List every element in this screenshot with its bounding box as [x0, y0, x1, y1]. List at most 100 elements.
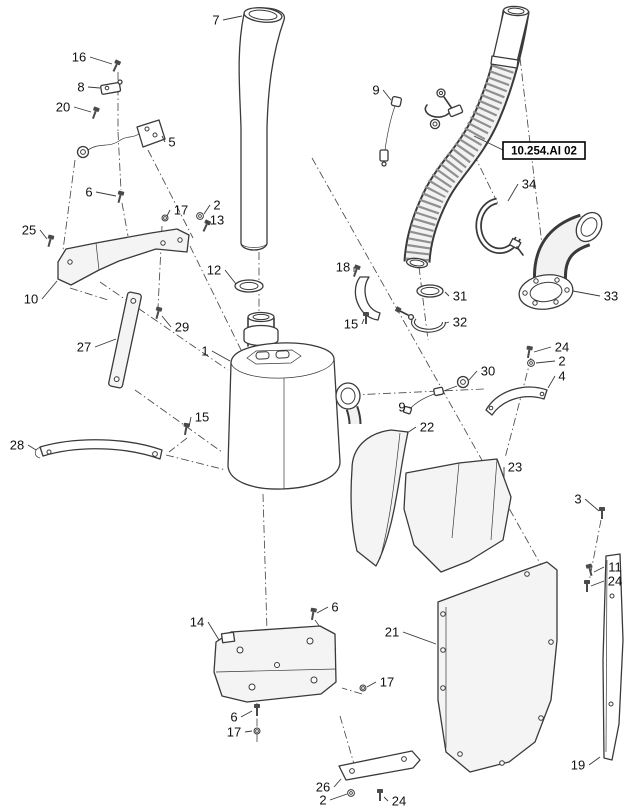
callout-6: 6 [230, 710, 237, 725]
callout-3: 3 [574, 492, 581, 507]
leader-line [329, 793, 348, 801]
leader-line [445, 321, 450, 324]
callout-15: 15 [195, 410, 209, 425]
leader-line [547, 375, 556, 389]
callout-6: 6 [85, 185, 92, 200]
part-muffler [227, 311, 362, 490]
leader-line [316, 606, 329, 614]
bolt-icon [584, 562, 596, 578]
part-heat-shield-22 [350, 429, 409, 567]
leader-line [240, 710, 253, 718]
bolt-icon [181, 421, 191, 437]
leader-line [188, 416, 192, 428]
callout-12: 12 [207, 263, 221, 278]
bolt-icon [109, 58, 123, 74]
callout-7: 7 [212, 13, 219, 28]
bolt-icon [376, 788, 384, 802]
leader-line [361, 318, 365, 325]
part-clamp-hardware [424, 88, 464, 130]
part-elbow [518, 211, 603, 310]
callout-11: 11 [608, 560, 622, 575]
leader-line [533, 346, 552, 353]
callout-15: 15 [344, 317, 358, 332]
washer-icon [196, 212, 204, 220]
callout-34: 34 [522, 177, 536, 192]
part-clip [100, 79, 123, 95]
part-heat-shield-23 [403, 458, 512, 573]
bolt-icon [253, 703, 261, 717]
part-exhaust-stack [238, 7, 286, 251]
leader-line [211, 350, 231, 362]
leader-line [468, 370, 478, 381]
leader-line [222, 15, 243, 21]
part-support-bracket [57, 228, 190, 286]
leader-line [94, 338, 117, 348]
part-bottom-bracket [338, 750, 421, 781]
bolt-icon [350, 263, 362, 279]
washer-icon [527, 359, 535, 367]
callout-25: 25 [22, 223, 36, 238]
part-band-clamp [394, 306, 446, 333]
leader-line [383, 796, 389, 802]
washer-icon [347, 789, 355, 797]
leader-line [95, 191, 117, 197]
leader-line [444, 291, 450, 297]
callout-24: 24 [608, 574, 622, 589]
leader-line [207, 621, 220, 641]
leader-line [382, 89, 392, 101]
part-side-panel [437, 561, 558, 773]
leader-line [205, 219, 210, 226]
callout-18: 18 [336, 260, 350, 275]
leader-line [588, 756, 601, 766]
leader-line [406, 426, 417, 434]
callout-17: 17 [174, 203, 188, 218]
part-hanger-strap [354, 276, 381, 321]
bolt-icon [44, 233, 56, 249]
nut-icon [359, 684, 367, 692]
part-gasket-ring [234, 279, 264, 293]
callout-16: 16 [72, 50, 86, 65]
bolt-icon [598, 506, 606, 520]
callout-22: 22 [420, 420, 434, 435]
callout-4: 4 [558, 369, 565, 384]
leader-line [41, 280, 58, 300]
callout-2: 2 [319, 793, 326, 808]
leader-line [27, 444, 37, 451]
callout-19: 19 [571, 758, 585, 773]
callout-30: 30 [481, 364, 495, 379]
callout-5: 5 [168, 135, 175, 150]
callout-31: 31 [453, 289, 467, 304]
callout-33: 33 [604, 289, 618, 304]
callout-20: 20 [56, 100, 70, 115]
callout-9: 9 [398, 400, 405, 415]
bolt-icon [114, 189, 126, 205]
callout-9: 9 [372, 83, 379, 98]
callout-32: 32 [453, 315, 467, 330]
leader-line [593, 566, 605, 573]
leader-line [244, 730, 253, 733]
callout-17: 17 [227, 725, 241, 740]
callout-10: 10 [24, 292, 38, 307]
callout-28: 28 [10, 438, 24, 453]
callout-6: 6 [331, 600, 338, 615]
leader-line [73, 106, 92, 113]
callout-23: 23 [508, 460, 522, 475]
bolt-icon [583, 579, 591, 593]
callout-13: 13 [210, 213, 224, 228]
leader-line [584, 498, 600, 512]
leader-line [161, 315, 172, 328]
leader-line [203, 204, 211, 215]
bolt-icon [362, 311, 370, 325]
leader-line [39, 229, 48, 240]
part-rod-bracket [76, 119, 166, 159]
callout-27: 27 [77, 340, 91, 355]
part-brace-strap [108, 291, 142, 389]
leader-line [572, 290, 601, 297]
callout-14: 14 [190, 615, 204, 630]
bolt-icon [524, 344, 534, 360]
part-side-plate [602, 553, 624, 761]
ref-box-label: 10.254.AI 02 [511, 146, 577, 158]
nut-icon [253, 727, 261, 735]
